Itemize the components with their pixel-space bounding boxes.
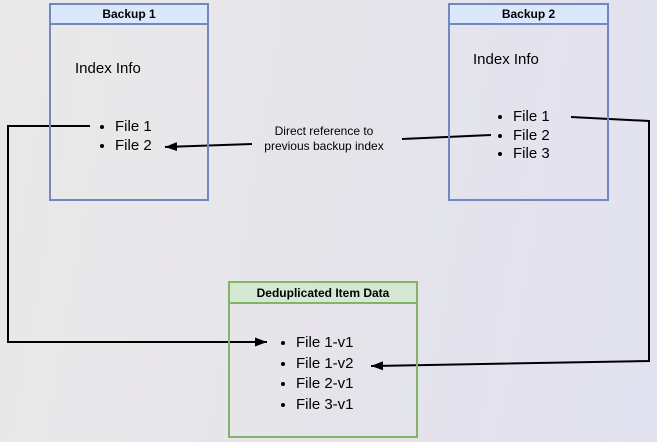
- backup1-header: Backup 1: [51, 5, 207, 25]
- deduplicated-item-data-header: Deduplicated Item Data: [230, 283, 416, 304]
- direct-reference-edge-label: Direct reference to previous backup inde…: [249, 124, 399, 153]
- file-item: File 2-v1: [296, 374, 354, 395]
- file-item: File 1-v1: [296, 333, 354, 354]
- edge-label-line2: previous backup index: [264, 138, 384, 153]
- file-item: File 1-v2: [296, 354, 354, 375]
- edge-label-line1: Direct reference to: [274, 124, 374, 138]
- file-item: File 1: [513, 108, 550, 127]
- file-item: File 2: [513, 127, 550, 146]
- backup2-box: Backup 2 Index Info File 1 File 2 File 3: [448, 3, 609, 201]
- backup2-file-list: File 1 File 2 File 3: [491, 108, 550, 164]
- file-item: File 1: [115, 117, 152, 136]
- file-item: File 3: [513, 145, 550, 164]
- backup1-box: Backup 1 Index Info File 1 File 2: [49, 3, 209, 201]
- backup1-file-list: File 1 File 2: [93, 117, 152, 155]
- file-item: File 3-v1: [296, 395, 354, 416]
- deduplicated-item-data-box: Deduplicated Item Data File 1-v1 File 1-…: [228, 281, 418, 438]
- file-item: File 2: [115, 136, 152, 155]
- dedup-item-list: File 1-v1 File 1-v2 File 2-v1 File 3-v1: [274, 333, 354, 415]
- backup2-header: Backup 2: [450, 5, 607, 25]
- backup2-index-info-label: Index Info: [473, 51, 539, 68]
- backup1-index-info-label: Index Info: [75, 60, 141, 77]
